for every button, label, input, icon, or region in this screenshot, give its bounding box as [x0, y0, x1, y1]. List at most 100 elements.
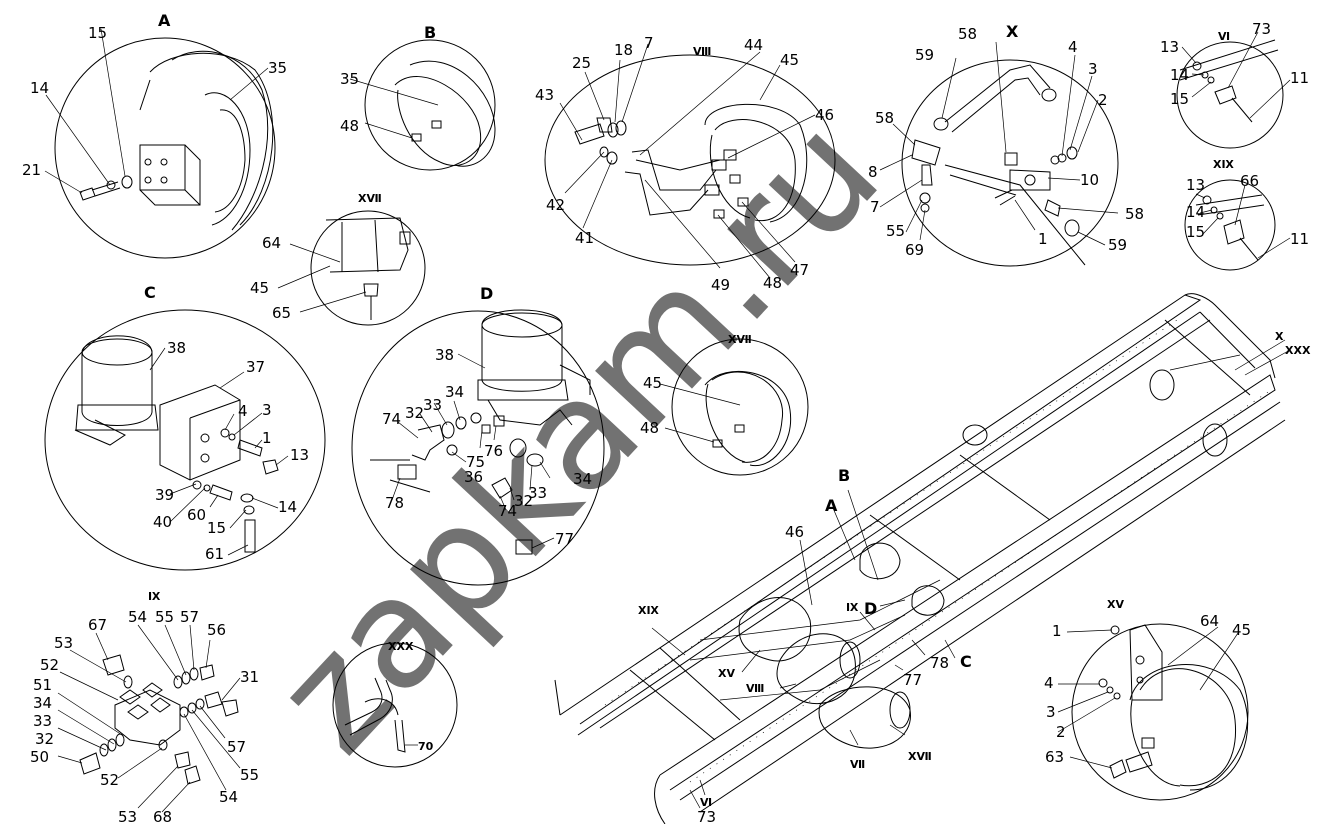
callout-ix-32: 32	[35, 730, 54, 748]
frame-label-b: B	[838, 466, 850, 485]
callout-c-60: 60	[187, 506, 206, 524]
callout-xv-4: 4	[1044, 674, 1054, 692]
frame-label-xvii: ⅩⅦ	[908, 750, 932, 763]
callout-x-58c: 58	[1125, 205, 1144, 223]
callout-x-1: 1	[1038, 230, 1048, 248]
callout-xv-45: 45	[1232, 621, 1251, 639]
view-x-title: X	[1006, 22, 1019, 41]
frame-label-46: 46	[785, 523, 804, 541]
callout-ix-33: 33	[33, 712, 52, 730]
callout-d-32a: 32	[405, 404, 424, 422]
view-xvii-tank-title: ⅩⅦ	[728, 333, 752, 346]
detail-xxx: ⅩⅩⅩ 70	[332, 640, 458, 768]
view-d-title: D	[480, 284, 493, 303]
view-c-title: C	[144, 283, 156, 302]
frame-label-xv: ⅩⅤ	[718, 667, 735, 680]
callout-vi-13: 13	[1160, 38, 1179, 56]
frame-label-c: C	[960, 652, 972, 671]
frame-label-78: 78	[930, 654, 949, 672]
detail-xix: ⅩⅨ 66 13 14 15 11	[1184, 158, 1309, 271]
watermark-text: zapkam.ru	[244, 86, 912, 784]
callout-a-21: 21	[22, 161, 41, 179]
callout-viii-44: 44	[744, 36, 763, 54]
callout-viii-46: 46	[815, 106, 834, 124]
frame-label-xix: ⅩⅨ	[638, 604, 659, 617]
frame-label-xxx: ⅩⅩⅩ	[1285, 344, 1311, 357]
detail-xv: ⅩⅤ 1 64 45 4 3 2 63	[1044, 598, 1251, 801]
callout-c-4: 4	[238, 402, 248, 420]
watermark-zapkam: zapkam.ru	[244, 86, 913, 785]
view-a-title: A	[158, 11, 171, 30]
callout-d-36: 36	[464, 468, 483, 486]
callout-ix-55a: 55	[155, 608, 174, 626]
frame-label-77: 77	[903, 671, 922, 689]
callout-c-13: 13	[290, 446, 309, 464]
view-vi-title: Ⅵ	[1218, 30, 1230, 43]
view-xxx-title: ⅩⅩⅩ	[388, 640, 414, 653]
callout-b-48: 48	[340, 117, 359, 135]
view-viii-title: Ⅷ	[693, 45, 711, 58]
callout-ix-50: 50	[30, 748, 49, 766]
callout-xv-64: 64	[1200, 612, 1219, 630]
callout-ix-68: 68	[153, 808, 172, 824]
callout-d-78: 78	[385, 494, 404, 512]
callout-d-74b: 74	[498, 502, 517, 520]
callout-viii-41: 41	[575, 229, 594, 247]
callout-viii-25: 25	[572, 54, 591, 72]
frame-label-73: 73	[697, 808, 716, 824]
callout-ix-55b: 55	[240, 766, 259, 784]
callout-xvii-45: 45	[250, 279, 269, 297]
callout-viii-18: 18	[614, 41, 633, 59]
callout-x-3: 3	[1088, 60, 1098, 78]
callout-ix-54b: 54	[219, 788, 238, 806]
callout-c-39: 39	[155, 486, 174, 504]
callout-xxx-70: 70	[418, 740, 434, 753]
detail-xvii-drain: ⅩⅦ 64 45 65	[250, 192, 426, 326]
callout-c-37: 37	[246, 358, 265, 376]
callout-x-58b: 58	[875, 109, 894, 127]
frame-label-ix: Ⅸ	[846, 601, 859, 614]
frame-label-viib: Ⅶ	[850, 758, 865, 771]
callout-ix-34: 34	[33, 694, 52, 712]
callout-x-59a: 59	[915, 46, 934, 64]
callout-xvii-tank-48: 48	[640, 419, 659, 437]
view-ix-title: Ⅸ	[148, 590, 161, 603]
callout-d-34b: 34	[573, 470, 592, 488]
callout-xv-1: 1	[1052, 622, 1062, 640]
frame-label-vi: Ⅵ	[700, 796, 712, 809]
detail-a: A 15 35 14 21	[22, 11, 287, 259]
callout-x-69: 69	[905, 241, 924, 259]
callout-d-38: 38	[435, 346, 454, 364]
callout-ix-57a: 57	[180, 608, 199, 626]
callout-viii-47: 47	[790, 261, 809, 279]
callout-vi-15: 15	[1170, 90, 1189, 108]
callout-xv-63: 63	[1045, 748, 1064, 766]
frame-label-d: D	[864, 599, 877, 618]
frame-label-a: A	[825, 496, 838, 515]
callout-ix-67: 67	[88, 616, 107, 634]
view-b-title: B	[424, 23, 436, 42]
callout-c-61: 61	[205, 545, 224, 563]
detail-d: D 38 34 33 32 74 76 75 36 78 33 34 32 74…	[351, 284, 605, 586]
detail-xvii-tank: ⅩⅦ 45 48	[640, 333, 809, 476]
callout-xix-11: 11	[1290, 230, 1309, 248]
callout-x-10: 10	[1080, 171, 1099, 189]
callout-xv-3: 3	[1046, 703, 1056, 721]
callout-xv-2: 2	[1056, 723, 1066, 741]
view-xvii-drain-title: ⅩⅦ	[358, 192, 382, 205]
callout-d-32b: 32	[514, 492, 533, 510]
callout-xix-66: 66	[1240, 172, 1259, 190]
callout-viii-48: 48	[763, 274, 782, 292]
callout-ix-53a: 53	[54, 634, 73, 652]
callout-viii-45: 45	[780, 51, 799, 69]
callout-x-8: 8	[868, 163, 878, 181]
callout-viii-42: 42	[546, 196, 565, 214]
callout-x-58a: 58	[958, 25, 977, 43]
callout-d-33a: 33	[423, 396, 442, 414]
callout-ix-54a: 54	[128, 608, 147, 626]
callout-xvii-65: 65	[272, 304, 291, 322]
view-xv-title: ⅩⅤ	[1107, 598, 1124, 611]
callout-vi-11: 11	[1290, 69, 1309, 87]
callout-c-40: 40	[153, 513, 172, 531]
callout-c-15: 15	[207, 519, 226, 537]
